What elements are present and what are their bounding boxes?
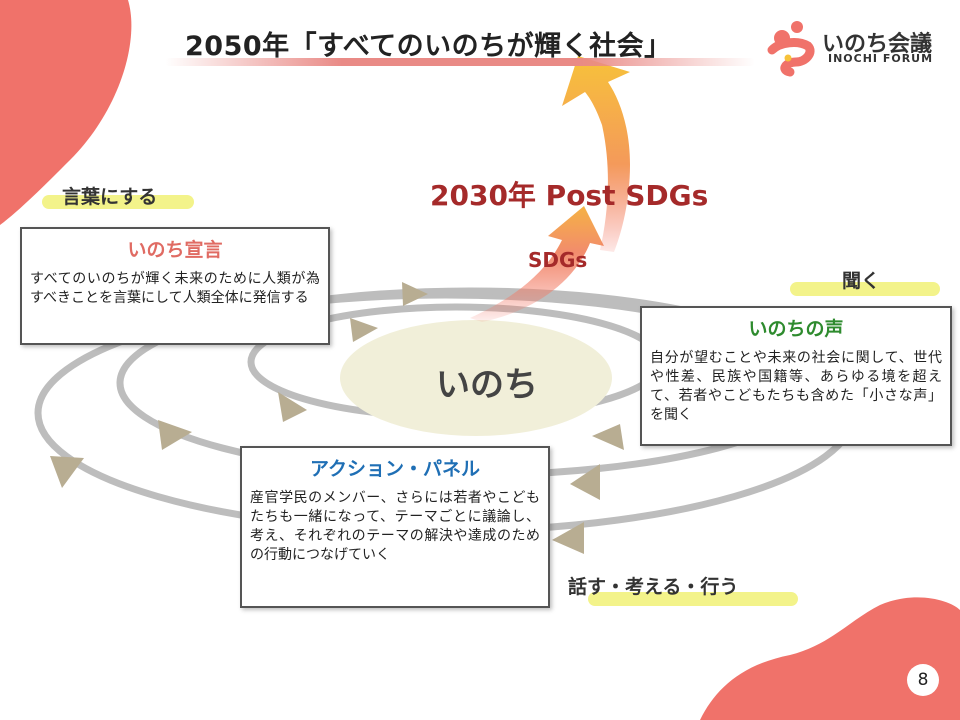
box-title-koe: いのちの声 (748, 318, 844, 340)
box-inochi-sengen: いのち宣言 すべてのいのちが輝く未来のために人類が為すべきことを言葉にして人類全… (20, 227, 330, 345)
ring-arrowheads (50, 282, 624, 554)
ring-arrowhead (158, 420, 192, 450)
label-kotoba: 言葉にする (62, 186, 158, 208)
label-kiku: 聞く (842, 270, 881, 292)
label-post-sdgs: 2030年 Post SDGs (430, 179, 709, 212)
box-body-koe: 自分が望むことや未来の社会に関して、世代や性差、民族や国籍等、あらゆる境を超えて… (650, 350, 942, 423)
corner-blob-top-left (0, 0, 132, 225)
logo-text-en: INOCHI FORUM (828, 52, 934, 65)
box-title-panel: アクション・パネル (309, 458, 481, 480)
page-number: 8 (907, 664, 939, 696)
sdgs-arrow (470, 206, 604, 322)
logo-mark-icon (767, 21, 815, 77)
box-body-panel: 産官学民のメンバー、さらには若者やこどもたちも一緒になって、テーマごとに議論し、… (250, 490, 540, 563)
post-sdgs-arrow (562, 56, 630, 252)
ring-arrowhead (50, 456, 84, 488)
highlight-kiku (790, 282, 940, 296)
ring-arrowhead (570, 464, 600, 500)
ring-arrowhead (552, 522, 584, 554)
ring-arrowhead (350, 318, 378, 342)
box-title-sengen: いのち宣言 (127, 239, 223, 261)
ring-arrowhead (278, 392, 307, 422)
ring-arrowhead (402, 282, 428, 306)
box-action-panel: アクション・パネル 産官学民のメンバー、さらには若者やこどもたちも一緒になって、… (240, 446, 550, 608)
page-title: 2050年「すべてのいのちが輝く社会」 (185, 31, 672, 62)
title-underline (165, 58, 755, 66)
box-inochi-no-koe: いのちの声 自分が望むことや未来の社会に関して、世代や性差、民族や国籍等、あらゆ… (640, 306, 952, 446)
highlight-kotoba (42, 195, 194, 209)
center-label: いのち (436, 365, 538, 405)
center-ellipse (340, 320, 612, 436)
label-sdgs: SDGs (528, 248, 588, 272)
logo-text-ja: いのち会議 (822, 32, 933, 57)
ring-arrowhead (592, 424, 624, 450)
corner-blob-bottom-right (700, 597, 960, 720)
highlight-hanasu (588, 592, 798, 606)
box-body-sengen: すべてのいのちが輝く未来のために人類が為すべきことを言葉にして人類全体に発信する (30, 271, 320, 306)
label-hanasu: 話す・考える・行う (568, 576, 739, 598)
